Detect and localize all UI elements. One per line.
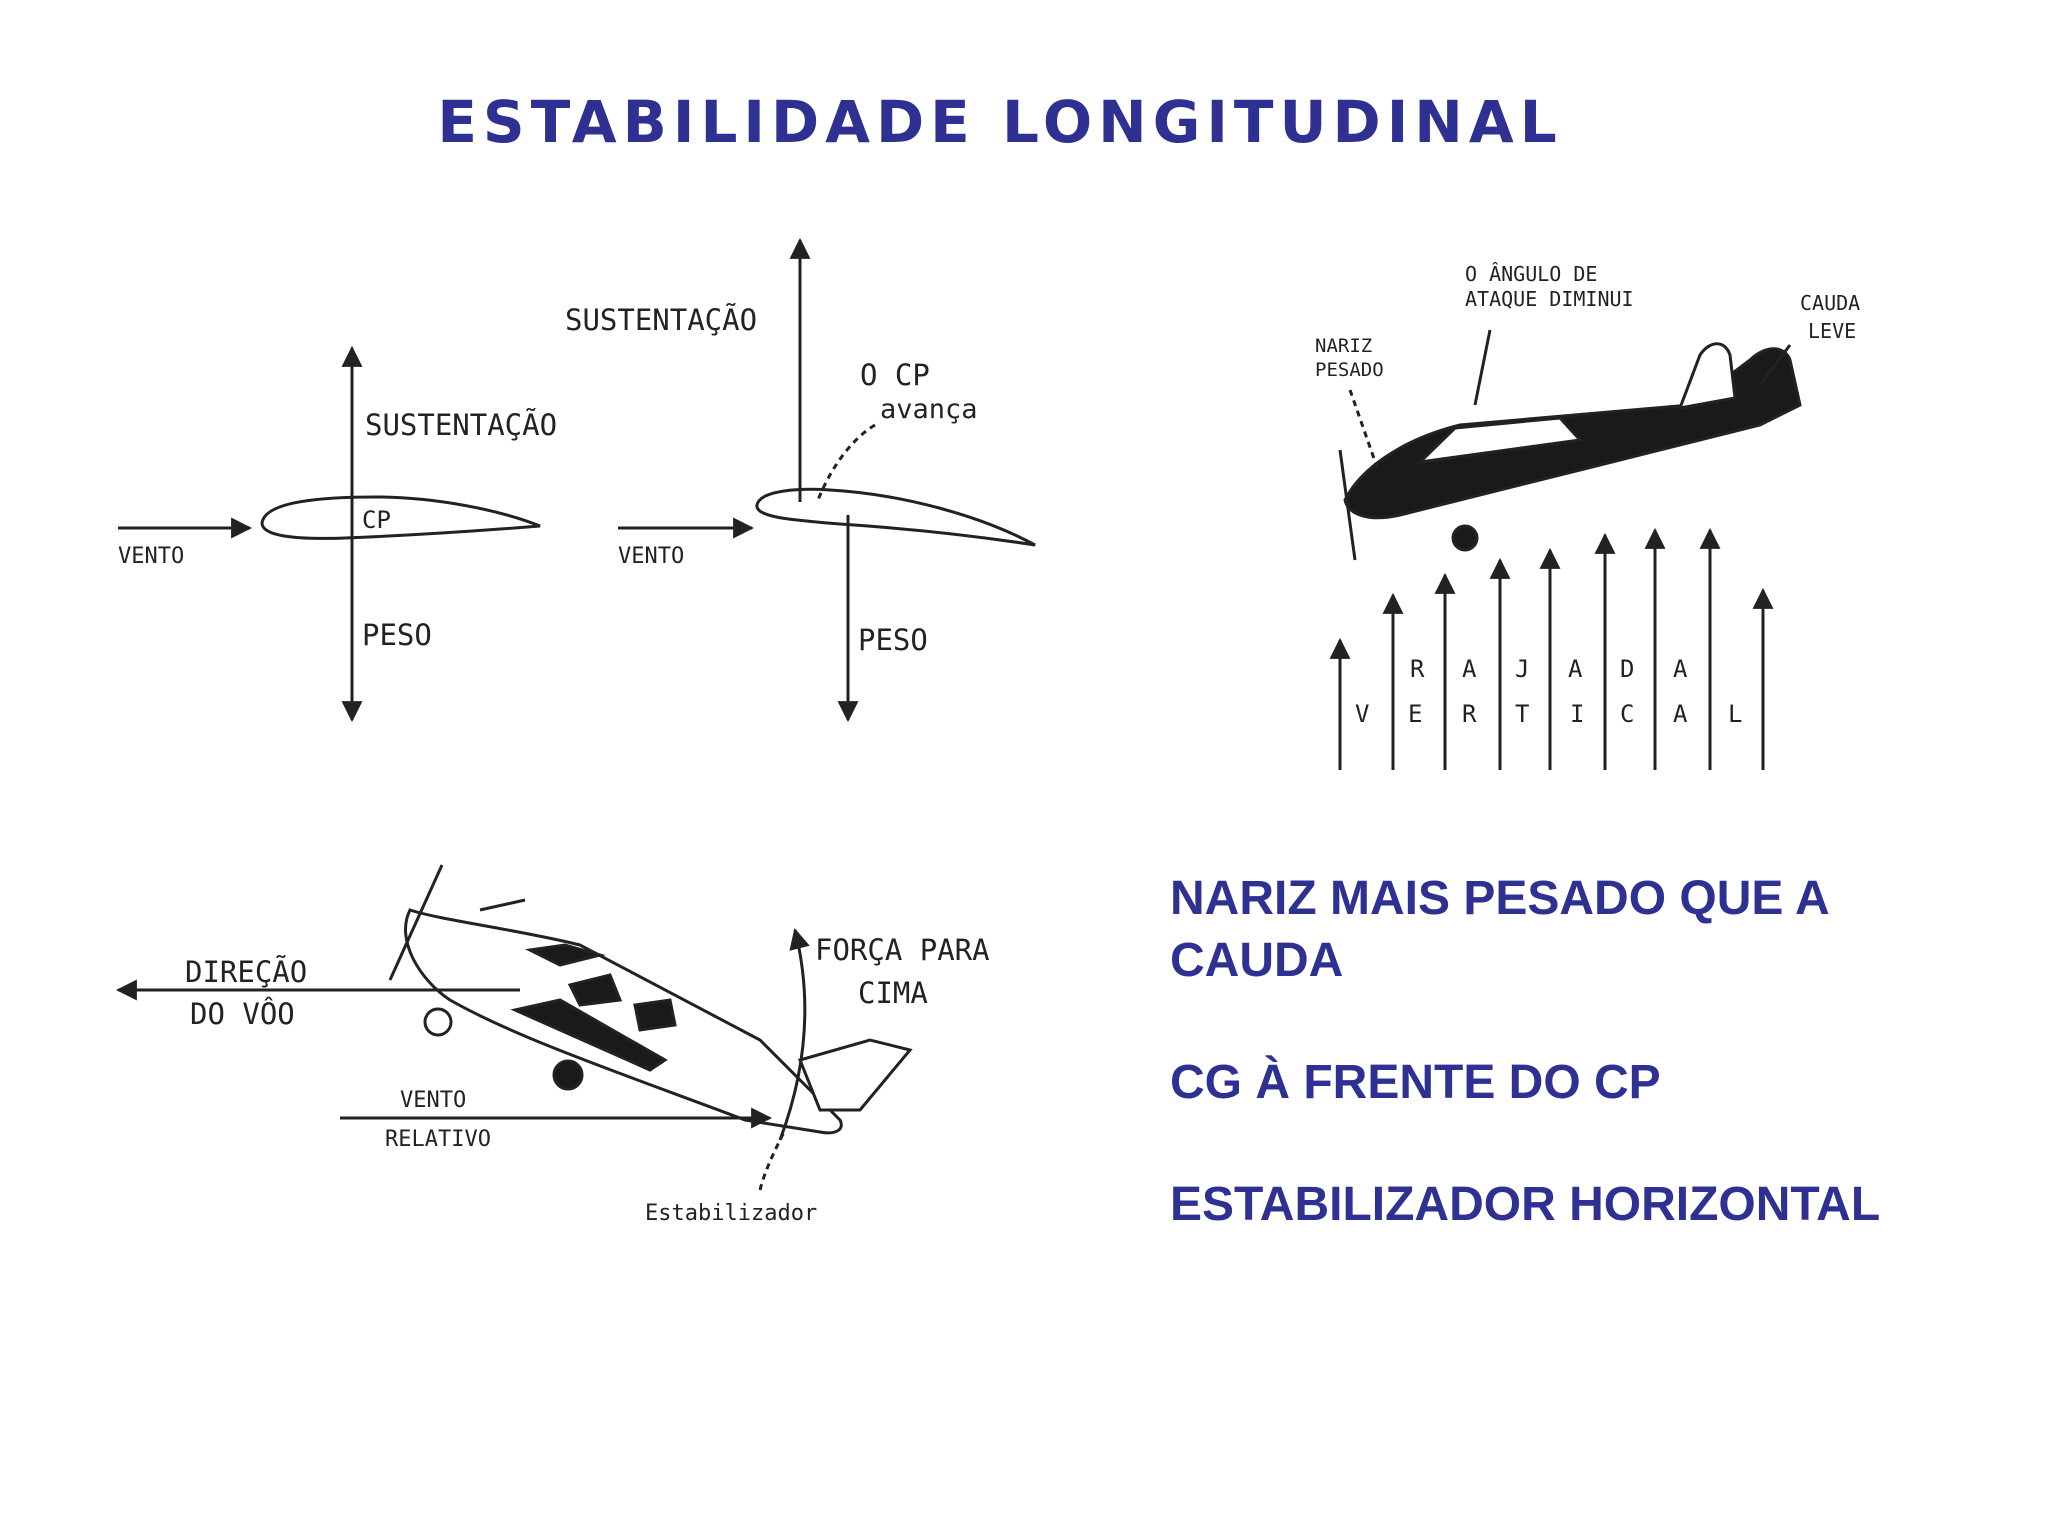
gust-letter: L [1728,700,1742,728]
airplane-wing-2 [510,998,668,1072]
airplane-cabin [1415,416,1584,465]
airplane-tailfin [1677,342,1737,410]
airplane-cockpit-2 [525,943,606,967]
gust-letter: A [1568,655,1583,683]
wind-label-line1: VENTO [400,1088,466,1113]
force-label-line2: CIMA [858,976,928,1010]
cp-label-2-line2: avança [880,394,978,425]
wind-label-line2: RELATIVO [385,1127,491,1152]
gust-letter: J [1515,655,1529,683]
airfoil-diagram-2 [618,237,1036,723]
wind-label-2: VENTO [618,544,684,569]
gust-letter: A [1462,655,1477,683]
upward-force-arrow [778,927,810,1141]
airplane-nosewheel-2 [423,1007,453,1037]
nose-pointer [1348,389,1380,471]
gust-letter: R [1462,700,1477,728]
gust-letter: C [1620,700,1634,728]
note-item: NARIZ MAIS PESADO QUE A CAUDA [1170,872,1828,987]
airplane-propeller-2 [388,864,444,981]
airplane-mainwheel-2 [552,1059,584,1091]
direction-label-line2: DO VÔO [190,997,295,1031]
airplane-propeller [1338,449,1357,561]
gust-arrows [1329,527,1774,770]
gust-letter: D [1620,655,1634,683]
force-label-line1: FORÇA PARA [815,933,990,967]
angle-label-line1: O ÂNGULO DE [1465,262,1597,286]
cp-label-2-line1: O CP [860,358,930,392]
gust-word-rajada: R A J A D A [1410,655,1688,683]
direction-label-line1: DIREÇÃO [185,955,307,989]
gust-word-vertical: V E R T I C A L [1355,700,1742,728]
angle-pointer [1473,329,1492,406]
tail-pointer [1758,344,1792,386]
airplane-gust-diagram [1338,329,1802,561]
nose-label-line2: PESADO [1315,359,1384,381]
gust-letter: I [1570,700,1584,728]
gust-letter: A [1673,655,1688,683]
tail-label-line2: LEVE [1808,319,1856,343]
airplane-stabilizer-diagram [115,864,913,1191]
lift-label-2: SUSTENTAÇÃO [565,303,757,337]
notes-list: NARIZ MAIS PESADO QUE A CAUDA CG À FRENT… [1170,868,1990,1296]
note-item: CG À FRENTE DO CP [1170,1056,1661,1109]
gust-letter: V [1355,700,1369,728]
angle-label-line2: ATAQUE DIMINUI [1465,287,1634,311]
airplane-body-2 [404,908,843,1135]
stabilizer-label: Estabilizador [645,1201,817,1226]
stabilizer-pointer [758,1129,787,1191]
airplane-tail-2 [797,1038,913,1112]
airfoil-shape-1 [260,495,541,540]
page-title: ESTABILIDADE LONGITUDINAL [437,88,1563,156]
weight-label-1: PESO [362,618,432,652]
gust-letter: R [1410,655,1425,683]
airplane-window-2a [567,973,623,1007]
nose-label-line1: NARIZ [1315,335,1372,357]
weight-label-2: PESO [858,623,928,657]
airfoil-diagram-1 [118,345,541,723]
airplane-wheel [1451,524,1479,552]
airplane-propeller-tip [479,898,526,912]
wind-label-1: VENTO [118,544,184,569]
airplane-window-2b [633,998,677,1032]
cp-label-1: CP [362,506,391,534]
cp-pointer-2 [816,423,876,501]
lift-label-1: SUSTENTAÇÃO [365,408,557,442]
gust-letter: A [1673,700,1688,728]
airfoil-shape-2 [755,487,1036,547]
tail-label-line1: CAUDA [1800,291,1860,315]
gust-letter: T [1515,700,1529,728]
note-item: ESTABILIZADOR HORIZONTAL [1170,1178,1881,1231]
gust-letter: E [1408,700,1422,728]
